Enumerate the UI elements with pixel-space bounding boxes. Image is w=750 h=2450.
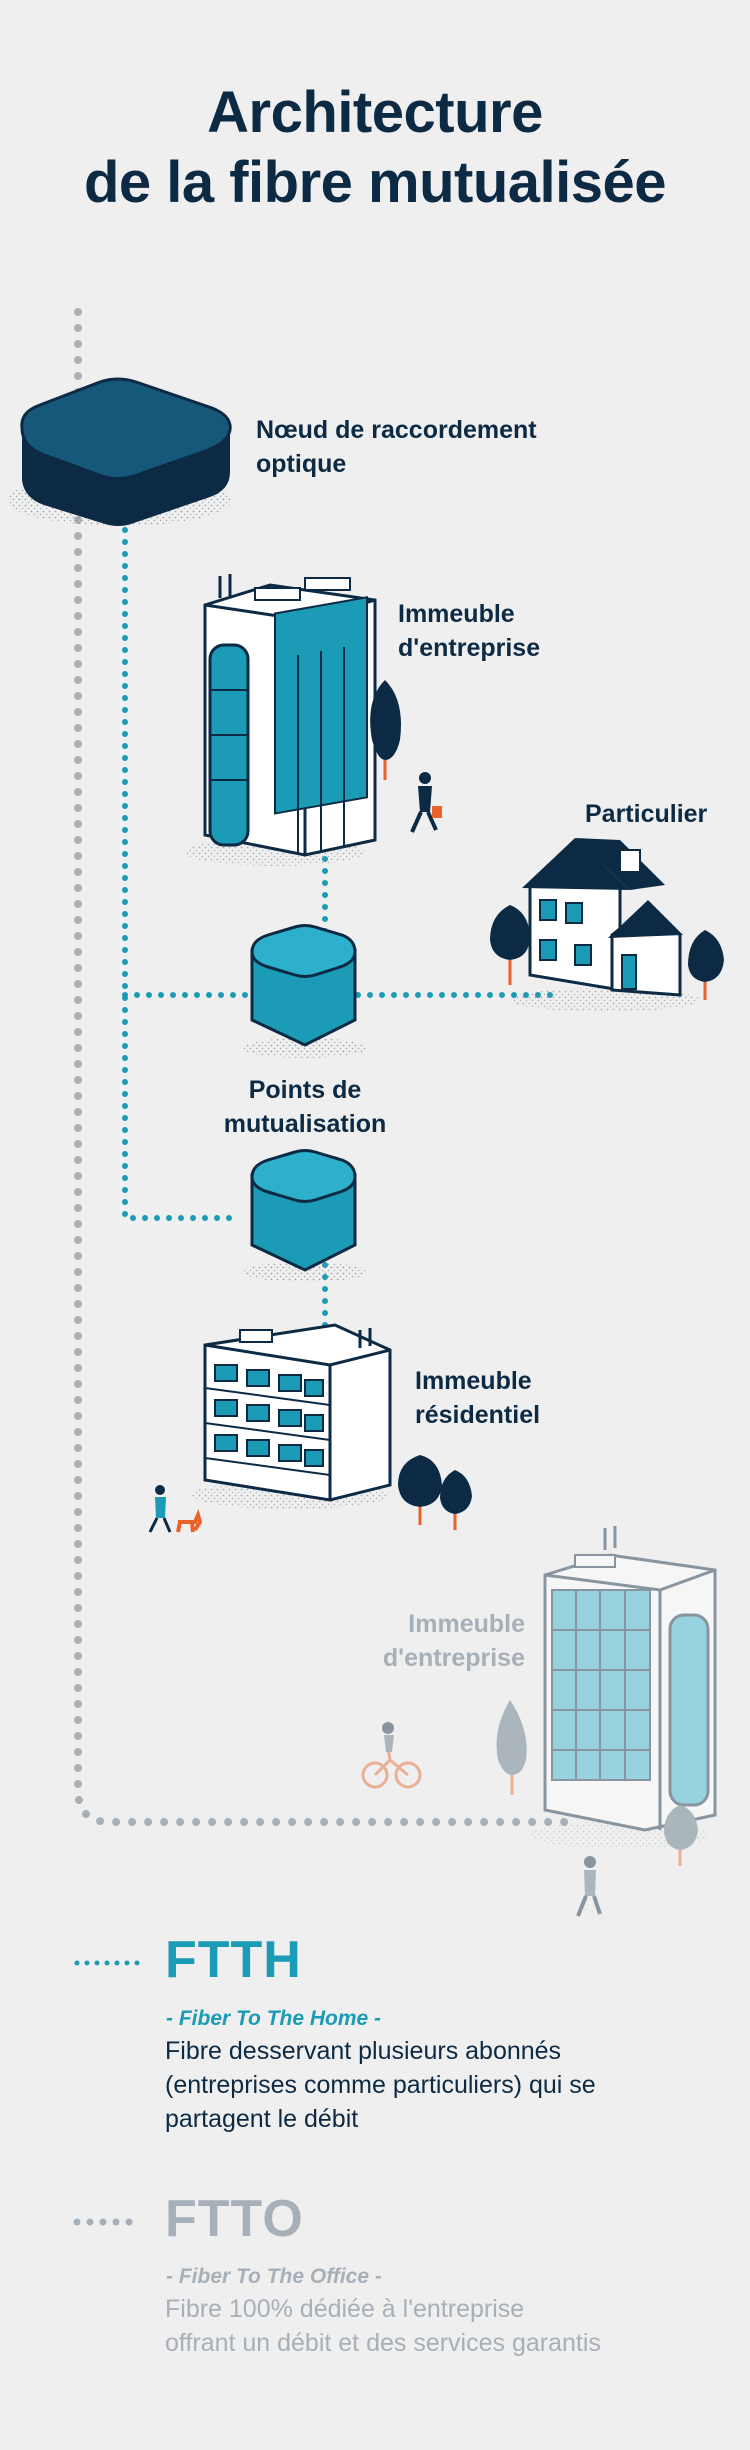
dog-walker-icon <box>148 1485 203 1533</box>
individual-label: Particulier <box>585 797 707 831</box>
cyclist-icon <box>361 1722 422 1789</box>
office-building-label-line-1: Immeuble <box>398 600 515 628</box>
ftto-description: Fibre 100% dédiée à l'entreprise offrant… <box>165 2292 725 2360</box>
ftth-description-line-3: partagent le débit <box>165 2105 359 2133</box>
ftto-description-line-1: Fibre 100% dédiée à l'entreprise <box>165 2295 525 2323</box>
ftth-description: Fibre desservant plusieurs abonnés (entr… <box>165 2034 725 2136</box>
office-ftto-label-line-1: Immeuble <box>408 1610 525 1638</box>
nro-box-illustration <box>8 377 232 526</box>
office-building-illustration <box>185 574 442 866</box>
mutualisation-label-line-2: mutualisation <box>223 1110 387 1138</box>
ftto-description-line-2: offrant un débit et des services garanti… <box>165 2329 601 2357</box>
house-illustration <box>490 838 724 1012</box>
nro-label-line-2: optique <box>256 450 347 478</box>
individual-label-line-1: Particulier <box>585 800 708 828</box>
office-building-label: Immeuble d'entreprise <box>398 597 540 665</box>
office-building-label-line-2: d'entreprise <box>398 634 541 662</box>
pedestrian-ftto-icon <box>576 1856 602 1917</box>
ftth-description-line-2: (entreprises comme particuliers) qui se <box>165 2071 596 2099</box>
title-line-2: de la fibre mutualisée <box>83 150 667 215</box>
nro-label-line-1: Nœud de raccordement <box>256 416 537 444</box>
residential-label-line-1: Immeuble <box>415 1367 532 1395</box>
mutualisation-points-label: Points de mutualisation <box>200 1073 410 1141</box>
page-title: Architecture de la fibre mutualisée <box>0 78 750 218</box>
pedestrian-icon <box>410 772 442 833</box>
office-building-ftto-illustration <box>361 1526 717 1917</box>
ftth-subtitle: - Fiber To The Home - <box>166 2007 382 2030</box>
mutualisation-label-line-1: Points de <box>248 1076 362 1104</box>
title-line-1: Architecture <box>207 80 543 145</box>
ftto-fiber-line <box>74 308 584 1826</box>
residential-label-line-2: résidentiel <box>415 1401 541 1429</box>
ftto-code: FTTO <box>165 2190 304 2248</box>
ftto-subtitle: - Fiber To The Office - <box>166 2265 382 2288</box>
office-building-ftto-label: Immeuble d'entreprise <box>360 1607 525 1675</box>
office-ftto-label-line-2: d'entreprise <box>382 1644 525 1672</box>
residential-building-label: Immeuble résidentiel <box>415 1364 540 1432</box>
ftth-description-line-1: Fibre desservant plusieurs abonnés <box>165 2037 562 2065</box>
mutualisation-cube-1 <box>243 924 367 1058</box>
residential-building-illustration <box>148 1323 472 1533</box>
nro-label: Nœud de raccordement optique <box>256 413 537 481</box>
ftth-code: FTTH <box>165 1931 302 1989</box>
mutualisation-cube-2 <box>243 1149 367 1282</box>
